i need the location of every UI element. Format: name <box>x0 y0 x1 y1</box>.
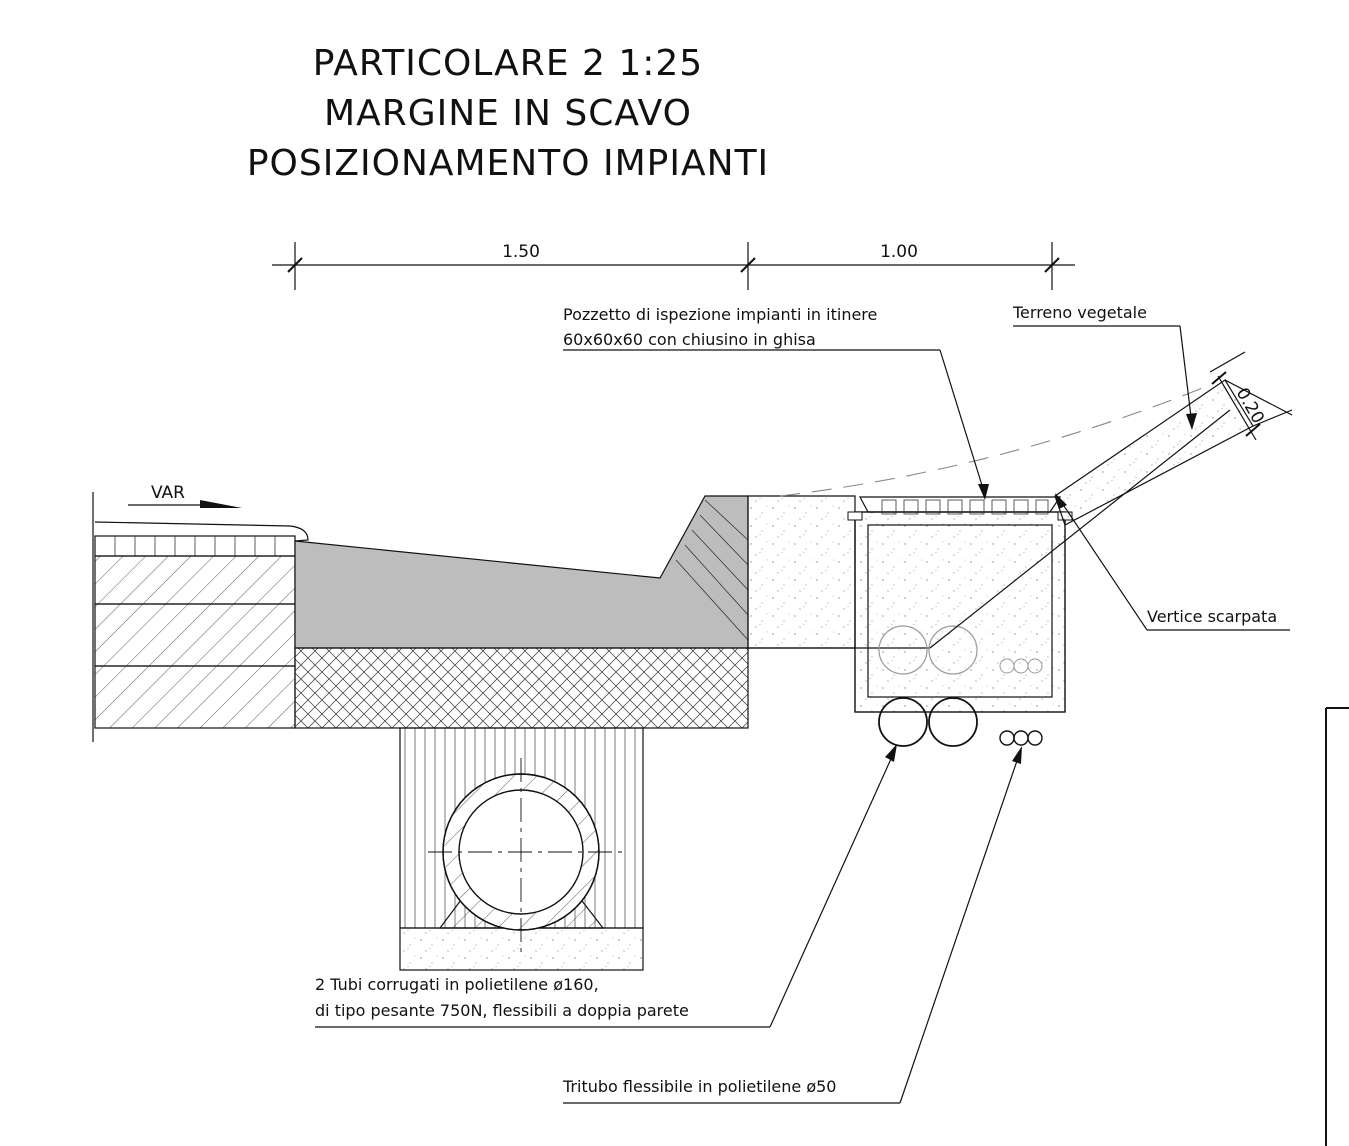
pozzetto-label-line-1: Pozzetto di ispezione impianti in itiner… <box>563 305 877 324</box>
tubi-leader <box>315 744 897 1028</box>
title-line-1: PARTICOLARE 2 1:25 <box>313 43 703 84</box>
pavement-left <box>92 492 309 742</box>
dimension-line <box>272 242 1075 290</box>
corrugated-pipe-2 <box>928 697 978 747</box>
inspection-chamber <box>847 496 1073 713</box>
trench-bedding <box>399 927 644 971</box>
curb-hatching <box>675 499 749 641</box>
tubi-label-line-2: di tipo pesante 750N, flessibili a doppi… <box>315 1001 689 1020</box>
tubi-label-line-1: 2 Tubi corrugati in polietilene ø160, <box>315 975 599 994</box>
dimension-1-00: 1.00 <box>880 242 918 262</box>
soil-fill <box>747 495 856 649</box>
tritubo-leader <box>563 746 1022 1104</box>
terreno-leader <box>1013 325 1197 430</box>
pozzetto-leader <box>563 349 989 500</box>
topsoil-slope <box>1054 379 1254 526</box>
topsoil-dimension <box>1209 351 1293 441</box>
terreno-label: Terreno vegetale <box>1012 303 1147 322</box>
pozzetto-label-line-2: 60x60x60 con chiusino in ghisa <box>563 330 816 349</box>
corrugated-pipe-1 <box>878 697 928 747</box>
vertice-label: Vertice scarpata <box>1147 607 1277 626</box>
title-line-2: MARGINE IN SCAVO <box>324 93 692 134</box>
tritubo-label: Tritubo flessibile in polietilene ø50 <box>562 1077 836 1096</box>
sheet-border <box>1325 707 1349 1146</box>
vertice-leader <box>1055 493 1290 631</box>
asphalt-layer <box>294 495 749 649</box>
direction-arrow <box>128 500 242 508</box>
pipe-centerline <box>428 758 624 952</box>
tritube <box>999 730 1043 746</box>
direction-label: VAR <box>151 483 185 503</box>
title-line-3: POSIZIONAMENTO IMPIANTI <box>247 143 769 184</box>
base-course <box>294 647 749 729</box>
dimension-1-50: 1.50 <box>502 242 540 262</box>
